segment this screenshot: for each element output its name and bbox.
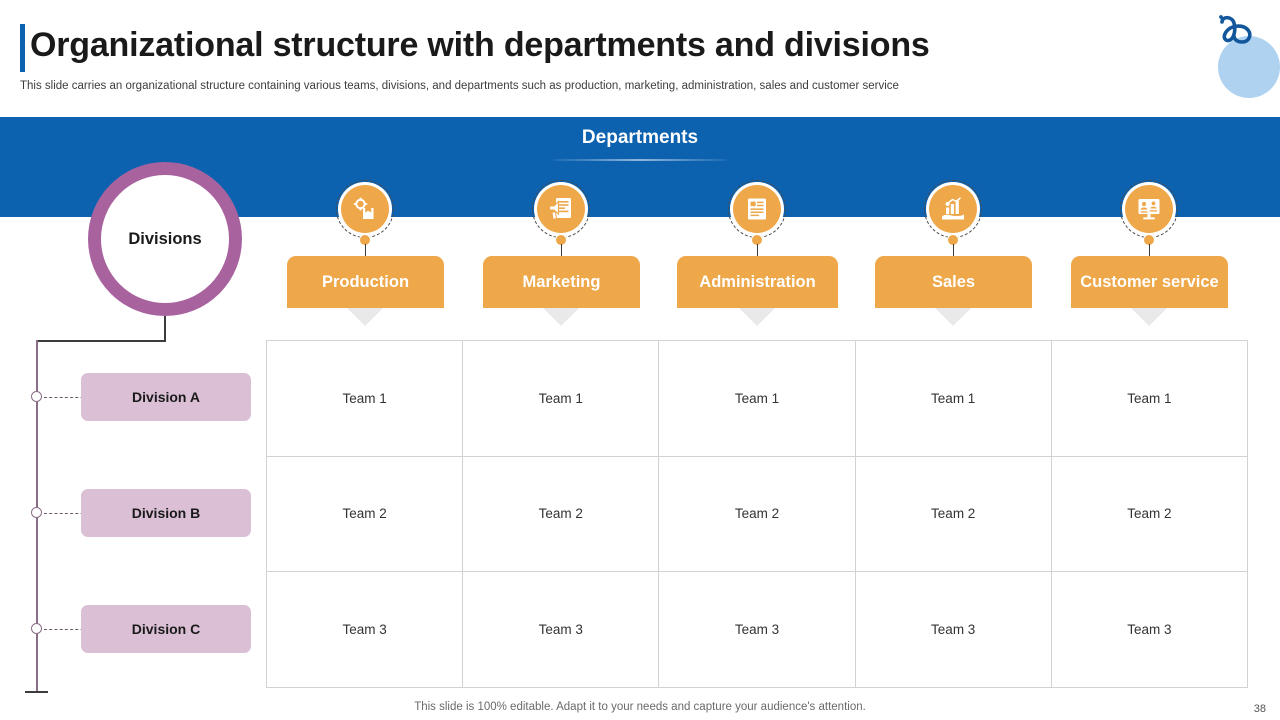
hub-connector-elbow xyxy=(37,340,166,342)
division-box-a[interactable]: Division A xyxy=(81,373,251,421)
division-node-b xyxy=(31,507,42,518)
gear-box-icon[interactable] xyxy=(341,185,389,233)
brand-e-logo-icon xyxy=(1219,15,1252,44)
department-caret-marketing xyxy=(543,308,579,326)
table-cell[interactable]: Team 1 xyxy=(267,341,464,457)
table-cell[interactable]: Team 3 xyxy=(267,572,464,688)
table-cell[interactable]: Team 2 xyxy=(659,456,856,573)
department-caret-administration xyxy=(739,308,775,326)
table-cell[interactable]: Team 2 xyxy=(463,456,660,573)
logo-circle-shape xyxy=(1218,36,1280,98)
division-connector-b xyxy=(44,513,94,514)
department-box-sales[interactable]: Sales xyxy=(875,256,1032,308)
teams-grid: Team 1 Team 1 Team 1 Team 1 Team 1 Team … xyxy=(266,340,1248,688)
table-cell[interactable]: Team 2 xyxy=(1051,456,1248,573)
division-label-b: Division B xyxy=(131,505,201,521)
division-label-c: Division C xyxy=(131,621,201,637)
department-label-sales: Sales xyxy=(931,272,976,291)
title-accent-bar xyxy=(20,24,25,72)
divisions-spine-foot xyxy=(25,691,48,693)
department-box-administration[interactable]: Administration xyxy=(677,256,838,308)
table-cell[interactable]: Team 1 xyxy=(855,341,1052,457)
department-label-administration: Administration xyxy=(699,272,816,291)
brand-logo xyxy=(1196,8,1280,98)
division-connector-c xyxy=(44,629,94,630)
banner-underline xyxy=(553,159,727,161)
table-cell[interactable]: Team 1 xyxy=(1051,341,1248,457)
table-cell[interactable]: Team 3 xyxy=(1051,572,1248,688)
department-label-marketing: Marketing xyxy=(522,272,601,291)
table-cell[interactable]: Team 3 xyxy=(463,572,660,688)
table-cell[interactable]: Team 2 xyxy=(855,456,1052,573)
department-box-production[interactable]: Production xyxy=(287,256,444,308)
document-icon[interactable] xyxy=(733,185,781,233)
division-node-c xyxy=(31,623,42,634)
table-cell[interactable]: Team 3 xyxy=(659,572,856,688)
megaphone-clipboard-icon[interactable] xyxy=(537,185,585,233)
department-box-marketing[interactable]: Marketing xyxy=(483,256,640,308)
division-node-a xyxy=(31,391,42,402)
growth-chart-hand-icon[interactable] xyxy=(929,185,977,233)
banner-title: Departments xyxy=(581,127,699,148)
table-cell[interactable]: Team 3 xyxy=(855,572,1052,688)
department-label-customer-service: Customer service xyxy=(1080,272,1219,291)
divisions-hub-label: Divisions xyxy=(128,229,202,248)
division-label-a: Division A xyxy=(132,389,200,405)
page-number: 38 xyxy=(1253,703,1266,715)
department-label-production: Production xyxy=(321,272,410,291)
table-cell[interactable]: Team 1 xyxy=(659,341,856,457)
department-caret-sales xyxy=(935,308,971,326)
table-cell[interactable]: Team 2 xyxy=(267,456,464,573)
division-box-b[interactable]: Division B xyxy=(81,489,251,537)
page-title: Organizational structure with department… xyxy=(30,26,930,64)
department-box-customer-service[interactable]: Customer service xyxy=(1071,256,1228,308)
footer-note: This slide is 100% editable. Adapt it to… xyxy=(414,701,866,713)
department-caret-customer-service xyxy=(1131,308,1167,326)
division-connector-a xyxy=(44,397,94,398)
division-box-c[interactable]: Division C xyxy=(81,605,251,653)
page-subtitle: This slide carries an organizational str… xyxy=(20,80,899,92)
presentation-people-icon[interactable] xyxy=(1125,185,1173,233)
divisions-hub-circle: Divisions xyxy=(88,162,242,316)
department-caret-production xyxy=(347,308,383,326)
table-cell[interactable]: Team 1 xyxy=(463,341,660,457)
hub-connector-stem xyxy=(164,316,166,342)
